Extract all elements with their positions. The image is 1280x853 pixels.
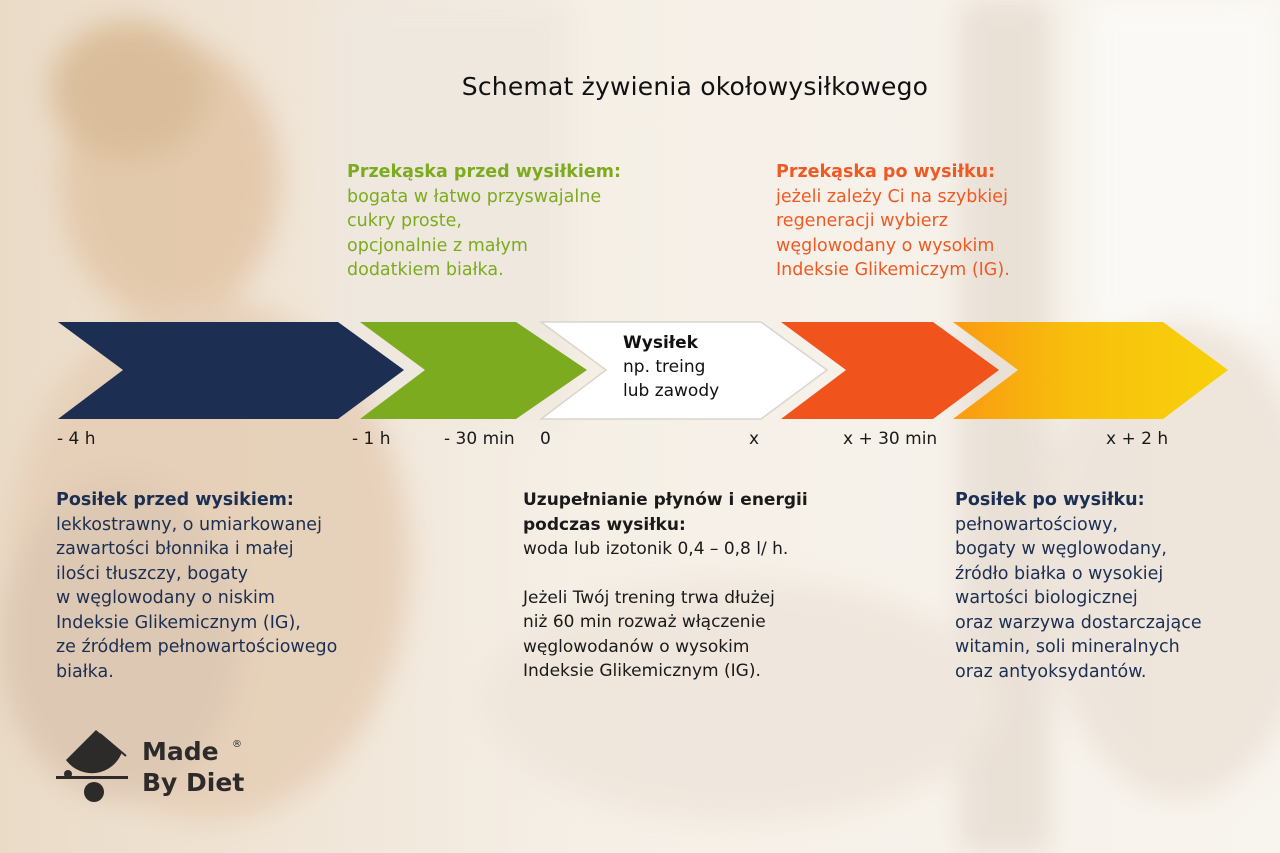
time-label-minus-4h: - 4 h <box>57 429 96 449</box>
pre-meal-line: ilości tłuszczy, bogaty <box>56 563 248 584</box>
chevron-white <box>538 321 829 420</box>
made-by-diet-logo-icon <box>56 730 128 802</box>
time-label-zero: 0 <box>540 429 551 449</box>
pre-meal-line: ze źródłem pełnowartościowego <box>56 637 338 657</box>
effort-line: lub zawody <box>623 381 720 401</box>
post-meal-line: bogaty w węglowodany, <box>955 539 1167 559</box>
logo-line-1: Made <box>142 737 219 766</box>
post-meal-line: wartości biologicznej <box>955 588 1138 608</box>
post-meal-line: pełnowartościowy, <box>955 514 1118 535</box>
time-label-minus-30min: - 30 min <box>444 429 515 449</box>
registered-mark: ® <box>232 739 242 750</box>
logo-line-2: By Diet <box>142 768 245 797</box>
post-snack-line: węglowodany o wysokim <box>776 235 995 256</box>
post-meal-heading: Posiłek po wysiłku: <box>955 490 1145 510</box>
during-paragraph: Jeżeli Twój trening trwa dłużej niż 60 m… <box>523 586 808 684</box>
post-meal-line: oraz antyoksydantów. <box>955 661 1147 682</box>
during-paragraph-line: węglowodanów o wysokim <box>523 636 750 657</box>
post-snack-line: regeneracji wybierz <box>776 211 948 231</box>
chevron-red-orange <box>781 322 999 419</box>
effort-heading: Wysiłek <box>623 333 698 353</box>
pre-meal-line: białka. <box>56 661 114 682</box>
pre-meal-line: Indeksie Glikemicznym (IG), <box>56 612 301 633</box>
post-meal-line: witamin, soli mineralnych <box>955 637 1180 657</box>
post-snack-heading: Przekąska po wysiłku: <box>776 162 996 182</box>
pre-snack-line: dodatkiem białka. <box>347 260 504 280</box>
post-snack-line: jeżeli zależy Ci na szybkiej <box>776 186 1008 207</box>
time-label-x-plus-30min: x + 30 min <box>843 429 938 449</box>
effort-line: np. treing <box>623 357 706 377</box>
post-snack-note: Przekąska po wysiłku: jeżeli zależy Ci n… <box>776 160 1010 283</box>
pre-meal-heading: Posiłek przed wysikiem: <box>56 490 294 510</box>
pre-meal-line: zawartości błonnika i małej <box>56 539 294 559</box>
time-label-minus-1h: - 1 h <box>352 429 391 449</box>
effort-label: Wysiłek np. treing lub zawody <box>623 331 719 403</box>
pre-meal-note: Posiłek przed wysikiem: lekkostrawny, o … <box>56 488 337 684</box>
logo-text: Made By Diet <box>142 736 244 798</box>
time-label-x-plus-2h: x + 2 h <box>1106 429 1169 449</box>
during-line: woda lub izotonik 0,4 – 0,8 l/ h. <box>523 539 789 559</box>
during-paragraph-line: niż 60 min rozważ włączenie <box>523 612 766 632</box>
pre-snack-line: opcjonalnie z małym <box>347 235 528 256</box>
chevron-navy <box>58 322 404 419</box>
diagram-title: Schemat żywienia okołowysiłkowego <box>461 72 929 101</box>
during-heading: podczas wysiłku: <box>523 514 686 535</box>
post-meal-line: źródło białka o wysokiej <box>955 563 1164 584</box>
pre-snack-line: bogata w łatwo przyswajalne <box>347 186 602 207</box>
chevron-yellow <box>953 322 1228 419</box>
pre-meal-line: lekkostrawny, o umiarkowanej <box>56 514 322 535</box>
time-label-x: x <box>749 429 760 449</box>
pre-snack-line: cukry proste, <box>347 211 462 231</box>
pre-snack-note: Przekąska przed wysiłkiem: bogata w łatw… <box>347 160 621 283</box>
pre-snack-heading: Przekąska przed wysiłkiem: <box>347 162 621 182</box>
during-note: Uzupełnianie płynów i energii podczas wy… <box>523 488 808 684</box>
during-paragraph-line: Jeżeli Twój trening trwa dłużej <box>523 587 775 608</box>
during-paragraph-line: Indeksie Glikemicznym (IG). <box>523 661 761 681</box>
during-heading: Uzupełnianie płynów i energii <box>523 490 808 510</box>
post-meal-line: oraz warzywa dostarczające <box>955 612 1202 633</box>
post-meal-note: Posiłek po wysiłku: pełnowartościowy, bo… <box>955 488 1202 684</box>
post-snack-line: Indeksie Glikemiczym (IG). <box>776 260 1010 280</box>
pre-meal-line: w węglowodany o niskim <box>56 588 275 608</box>
chevron-green <box>360 322 587 419</box>
